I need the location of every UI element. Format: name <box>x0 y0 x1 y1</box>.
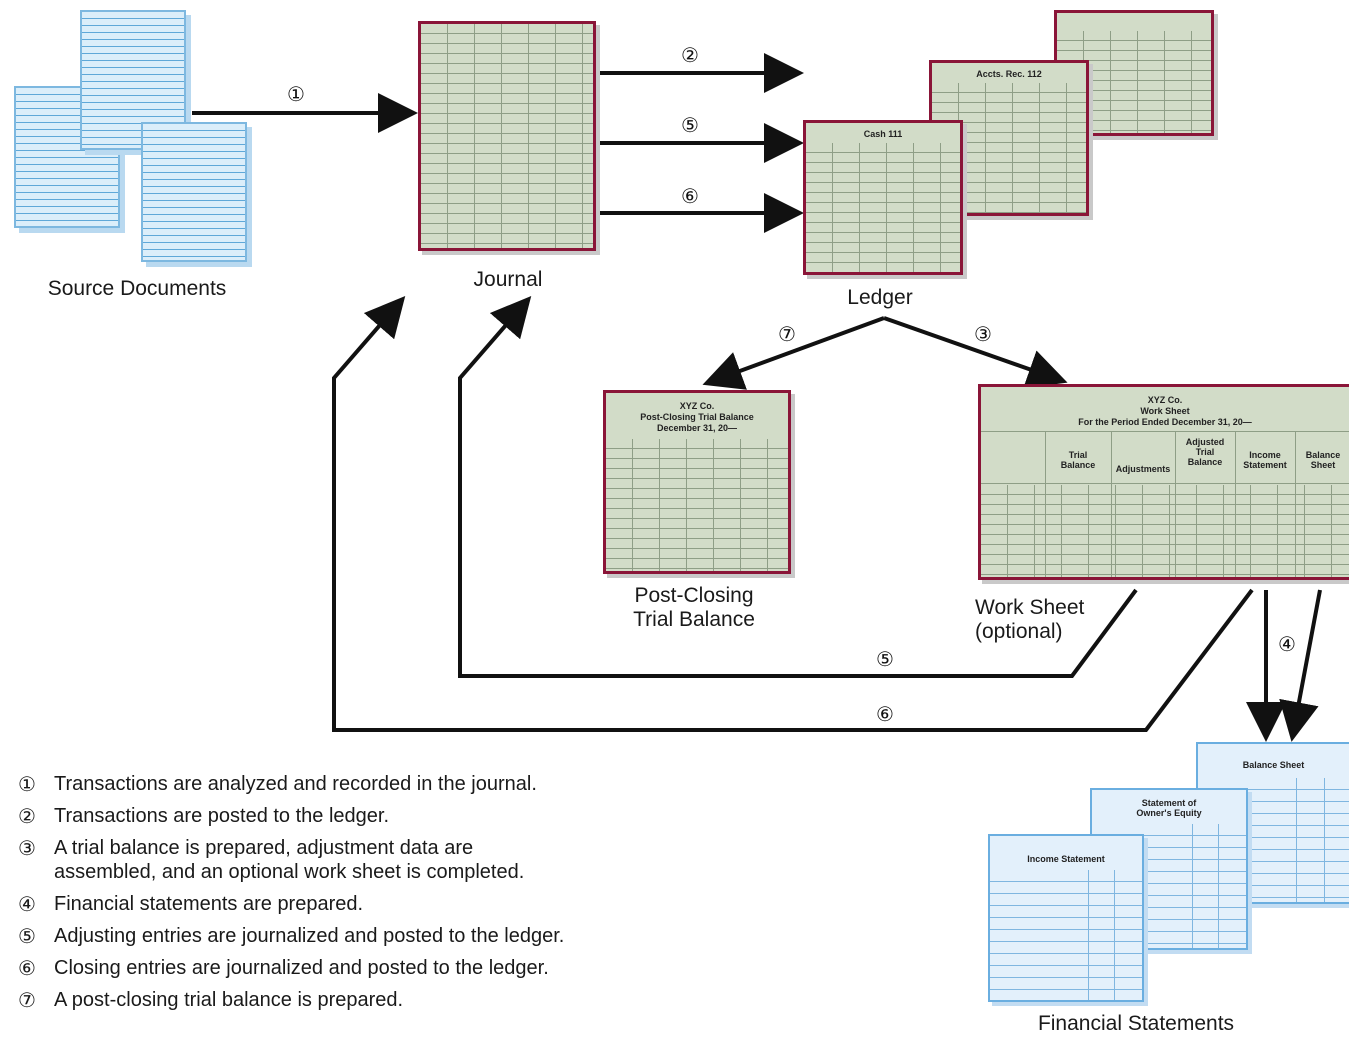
source-documents-label: Source Documents <box>47 277 227 300</box>
ledger-label: Ledger <box>847 286 913 309</box>
legend-item: ① Transactions are analyzed and recorded … <box>18 772 758 796</box>
step-4-marker: ④ <box>1278 632 1296 656</box>
ws-col-adjusted-trial-balance: Adjusted Trial Balance <box>1185 437 1225 467</box>
step-6-marker: ⑥ <box>681 184 699 208</box>
legend-item: ④ Financial statements are prepared. <box>18 892 758 916</box>
income-statement-title: Income Statement <box>1027 854 1105 864</box>
step-5-marker: ⑤ <box>681 113 699 137</box>
step-5-return-marker: ⑤ <box>876 647 894 671</box>
arrow-step-7 <box>702 316 885 390</box>
arrow-step-4b <box>1279 589 1322 742</box>
step-6-return-marker: ⑥ <box>876 702 894 726</box>
legend-item: ③ A trial balance is prepared, adjustment… <box>18 836 758 884</box>
income-statement: Income Statement <box>988 834 1144 1002</box>
ws-col-income-statement: Income Statement <box>1243 450 1287 470</box>
legend-item: ⑤ Adjusting entries are journalized and p… <box>18 924 758 948</box>
ws-col-balance-sheet: Balance Sheet <box>1305 450 1341 470</box>
work-sheet-company: XYZ Co. <box>1147 395 1183 405</box>
step-2-marker: ② <box>681 43 699 67</box>
legend-number: ② <box>18 804 36 828</box>
legend-number: ⑤ <box>18 924 36 948</box>
arrow-step-3 <box>883 316 1068 389</box>
legend-number: ④ <box>18 892 36 916</box>
legend-item: ⑥ Closing entries are journalized and pos… <box>18 956 758 980</box>
legend-number: ③ <box>18 836 36 860</box>
work-sheet-period: For the Period Ended December 31, 20— <box>1078 417 1252 427</box>
legend-text: A post-closing trial balance is prepared… <box>54 989 404 1011</box>
legend-item: ② Transactions are posted to the ledger. <box>18 804 758 828</box>
work-sheet-label: Work Sheet (optional) <box>975 596 1085 643</box>
source-document <box>141 122 247 262</box>
post-closing-date: December 31, 20— <box>656 423 738 433</box>
ledger-sheet-cash: Cash 111 <box>803 120 963 275</box>
post-closing-trial-balance-sheet: XYZ Co. Post-Closing Trial Balance Decem… <box>603 390 791 574</box>
financial-statements-label: Financial Statements <box>1037 1012 1235 1035</box>
accts-rec-account-title: Accts. Rec. 112 <box>976 69 1042 79</box>
step-1-marker: ① <box>287 82 305 106</box>
post-closing-label: Post-Closing Trial Balance <box>633 584 755 631</box>
legend-item: ⑦ A post-closing trial balance is prepare… <box>18 988 758 1012</box>
arrow-step-6-return <box>332 295 1254 732</box>
ws-col-trial-balance: Trial Balance <box>1060 450 1096 470</box>
step-7-marker: ⑦ <box>778 322 796 346</box>
step-3-marker: ③ <box>974 322 992 346</box>
owners-equity-title: Statement of Owner's Equity <box>1136 798 1202 818</box>
post-closing-company: XYZ Co. <box>679 401 715 411</box>
legend-text: Closing entries are journalized and post… <box>54 957 549 979</box>
work-sheet: XYZ Co. Work Sheet For the Period Ended … <box>978 384 1349 580</box>
journal-sheet <box>418 21 596 251</box>
balance-sheet-title: Balance Sheet <box>1242 760 1305 770</box>
legend-number: ① <box>18 772 36 796</box>
work-sheet-title: Work Sheet <box>1140 406 1190 416</box>
step-legend: ① Transactions are analyzed and recorded … <box>18 772 758 1020</box>
cash-account-title: Cash 111 <box>863 129 903 139</box>
arrow-step-5-return <box>458 295 1138 678</box>
legend-text: Transactions are posted to the ledger. <box>54 805 390 827</box>
legend-text: Transactions are analyzed and recorded i… <box>54 773 537 795</box>
legend-text: A trial balance is prepared, adjustment … <box>54 837 525 883</box>
legend-number: ⑥ <box>18 956 36 980</box>
source-document <box>14 86 120 228</box>
legend-number: ⑦ <box>18 988 36 1012</box>
legend-text: Financial statements are prepared. <box>54 893 364 915</box>
ws-col-adjustments: Adjustments <box>1115 464 1171 474</box>
legend-text: Adjusting entries are journalized and po… <box>54 925 565 947</box>
journal-label: Journal <box>473 268 543 291</box>
post-closing-title: Post-Closing Trial Balance <box>640 412 754 422</box>
